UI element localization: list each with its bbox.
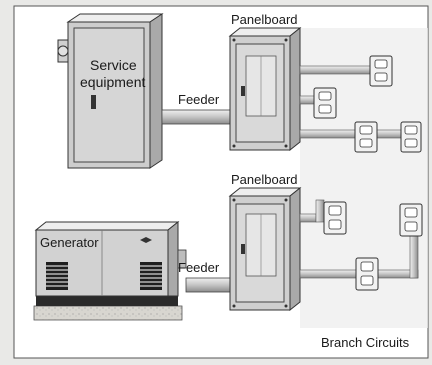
panelboard-bottom: [228, 186, 302, 312]
generator-base: [36, 296, 178, 306]
concrete-pad: [33, 305, 183, 321]
outlet-icon: [399, 203, 423, 237]
service-door-handle: [91, 95, 96, 109]
outlet-icon: [354, 121, 378, 153]
generator-side-box: [177, 249, 187, 269]
service-equipment: [57, 13, 164, 169]
panel-latch-top: [241, 86, 245, 96]
panelboard-label-bottom: Panelboard: [231, 172, 298, 187]
feeder-conduit-bottom: [185, 277, 231, 293]
panelboard-top: [228, 26, 302, 152]
feeder-label-bottom: Feeder: [178, 260, 220, 275]
meter-icon: [57, 45, 69, 57]
outlet-icon: [313, 87, 337, 119]
service-equipment-label-2: equipment: [80, 74, 145, 90]
generator-logo-icon: [140, 237, 152, 243]
panel-latch-bottom: [241, 244, 245, 254]
panelboard-label-top: Panelboard: [231, 12, 298, 27]
service-equipment-label: Service: [90, 57, 137, 73]
outlet-icon: [400, 121, 422, 153]
outlet-icon: [355, 257, 379, 291]
generator-vent-left: [46, 262, 68, 290]
generator: [33, 220, 187, 321]
outlet-icon: [369, 55, 393, 87]
outlet-icon: [323, 201, 347, 235]
generator-vent-right: [140, 262, 162, 290]
branch-circuits-label: Branch Circuits: [321, 335, 410, 350]
service-door-panel: [73, 27, 145, 163]
feeder-conduit-top: [161, 109, 231, 125]
generator-label: Generator: [40, 235, 99, 250]
feeder-label-top: Feeder: [178, 92, 220, 107]
